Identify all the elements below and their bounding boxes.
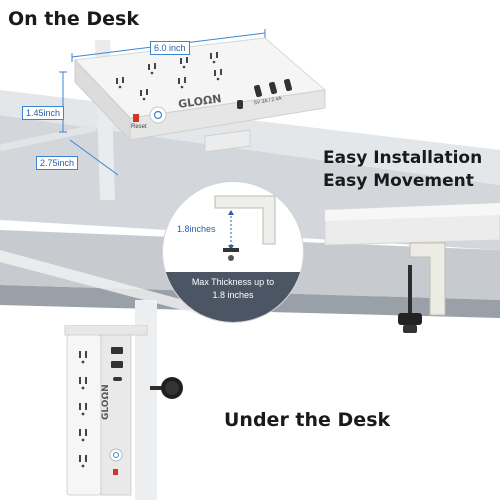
outlet-icon <box>178 77 186 89</box>
clamp-body <box>214 195 276 245</box>
desk-power-strip <box>0 29 327 176</box>
outlet-icon <box>148 63 156 75</box>
outlet-icon <box>140 89 148 101</box>
under-desk-power-strip <box>64 325 148 496</box>
clamp-knob-icon <box>398 313 422 325</box>
side-outlets <box>79 351 87 468</box>
heading-easy-movement: Easy Movement <box>323 171 474 191</box>
usb-c-front-port <box>237 100 243 109</box>
outlet-icon <box>79 377 87 390</box>
brand-logo-under: GLOΩN <box>101 384 111 420</box>
clamp-plate <box>204 129 251 153</box>
desk-leg-lower <box>135 300 157 500</box>
outlet-icon <box>116 77 124 89</box>
reset-button-icon <box>133 114 139 122</box>
clamp-detail-circle: 1.8inches Max Thickness up to 1.8 inches <box>162 181 304 323</box>
outlet-icon <box>180 57 188 69</box>
gap-label: 1.8inches <box>177 224 216 234</box>
usb-c-port <box>113 377 122 381</box>
outlet-icon <box>214 69 222 81</box>
strip-front <box>66 334 102 496</box>
outlet-group-top <box>116 52 222 101</box>
depth-dimension-label: 2.75inch <box>36 156 79 170</box>
length-dimension-label: 6.0 inch <box>150 41 190 55</box>
height-dimension-label: 1.45inch <box>22 106 65 120</box>
power-button-icon <box>149 106 167 124</box>
max-thickness-caption: Max Thickness up to 1.8 inches <box>191 277 275 300</box>
heading-under-desk: Under the Desk <box>224 409 391 431</box>
heading-easy-installation: Easy Installation <box>323 148 483 168</box>
caption-band <box>163 272 303 322</box>
usb-a-port <box>268 81 278 95</box>
clamp-screw-shaft <box>408 265 412 313</box>
usb-c-port <box>253 84 263 98</box>
usb-a-port <box>111 347 123 354</box>
clamp-bracket <box>409 242 446 316</box>
power-button-icon <box>109 448 123 462</box>
reset-label: Reset <box>131 124 147 130</box>
usb-a-port <box>283 78 293 92</box>
clamp-photo <box>324 202 500 333</box>
outlet-icon <box>79 429 87 442</box>
under-desk-knob-icon <box>150 377 183 399</box>
clamp-detail-drawing <box>163 195 303 322</box>
outlet-icon <box>79 351 87 364</box>
outlet-icon <box>79 403 87 416</box>
reset-button-icon <box>113 469 118 475</box>
power-cord <box>0 124 96 152</box>
outlet-icon <box>79 455 87 468</box>
outlet-icon <box>210 52 218 64</box>
strip-left-face <box>74 58 131 142</box>
usb-ports-top <box>253 78 293 98</box>
clamp-screw <box>228 255 234 261</box>
usb-a-port <box>111 361 123 368</box>
heading-on-desk: On the Desk <box>8 8 140 30</box>
clamp-pad <box>223 248 239 252</box>
